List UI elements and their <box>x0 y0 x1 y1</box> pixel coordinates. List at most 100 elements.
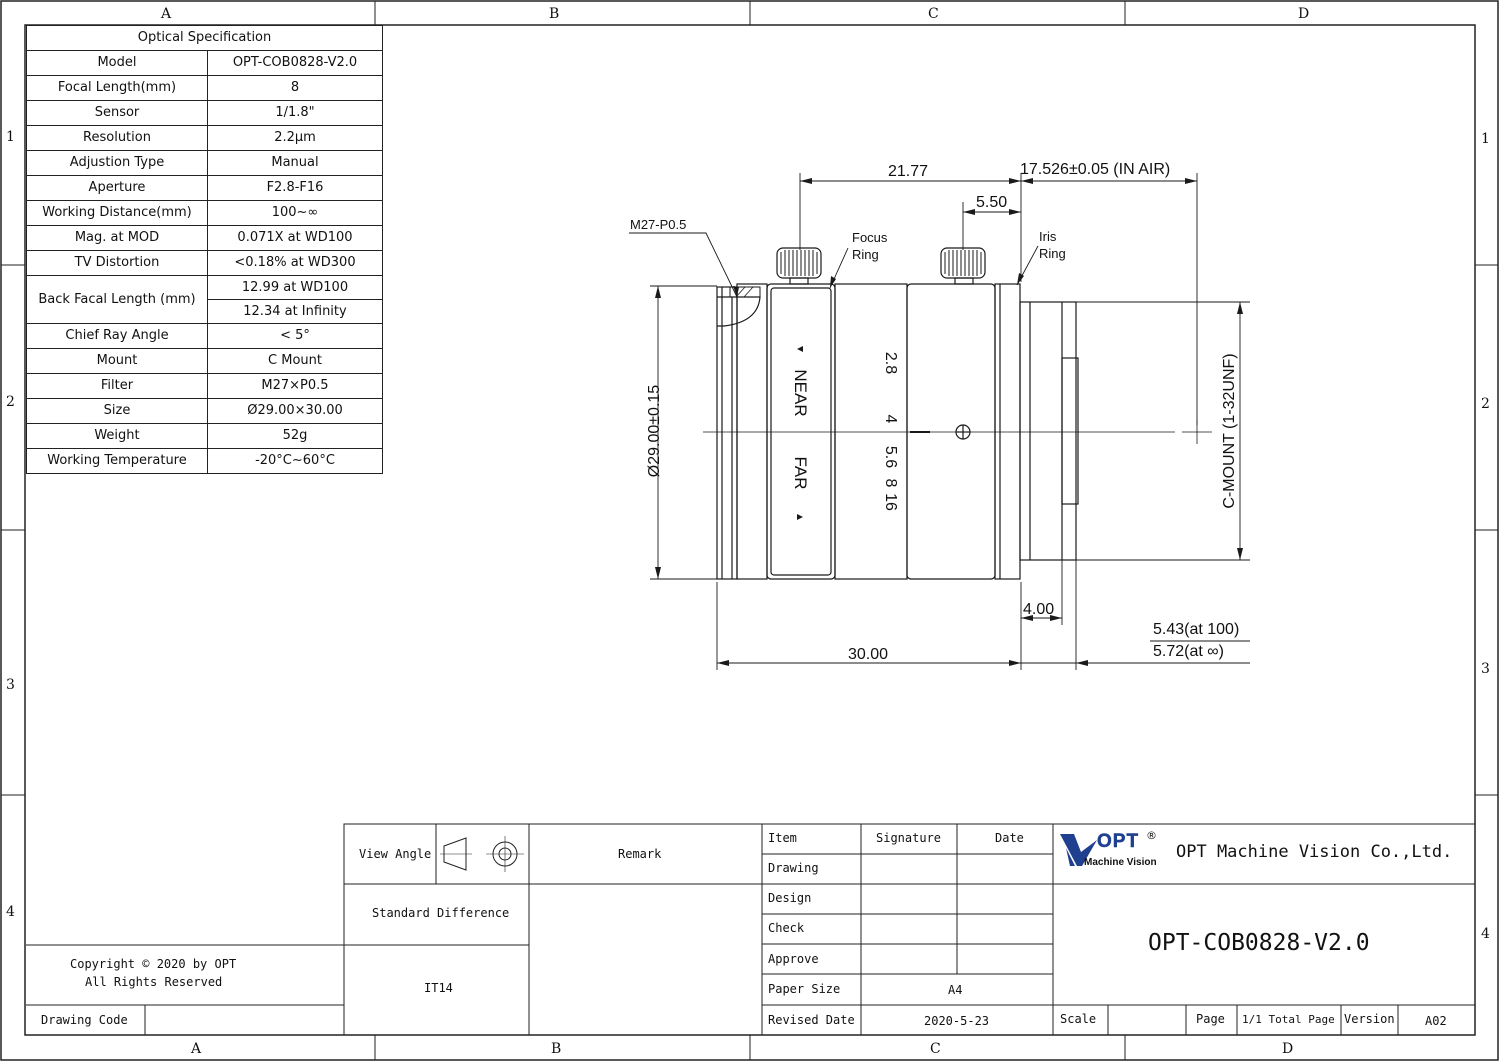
spec-key: Chief Ray Angle <box>26 323 208 349</box>
standard-difference-label: Standard Difference <box>372 906 510 920</box>
spec-value: F2.8-F16 <box>207 175 383 201</box>
registered-mark-icon: ® <box>1146 829 1157 842</box>
aperture-mark: 4 <box>882 414 899 424</box>
tolerance-value: IT14 <box>424 981 453 995</box>
version-value: A02 <box>1425 1014 1447 1028</box>
table-row: Working Temperature-20°C~60°C <box>26 448 383 474</box>
spec-key: Working Distance(mm) <box>26 200 208 226</box>
near-arrow <box>797 346 803 352</box>
dimension-lines <box>629 173 1250 670</box>
dim-at-100: 5.43(at 100) <box>1153 621 1240 638</box>
spec-key: Model <box>26 50 208 76</box>
far-label: FAR <box>791 456 810 490</box>
dim-at-infinity: 5.72(at ∞) <box>1153 643 1224 660</box>
spec-key: Sensor <box>26 100 208 126</box>
projection-symbol <box>440 836 524 872</box>
spec-key: Mag. at MOD <box>26 225 208 251</box>
logo-text: OPT <box>1097 831 1140 853</box>
iris-ring-label-1: Iris <box>1039 229 1057 244</box>
table-row: Back Facal Length (mm)12.99 at WD100 <box>26 275 383 324</box>
arrowheads <box>655 178 1243 666</box>
row-label-3-right: 3 <box>1481 661 1490 677</box>
row-label-2-left: 2 <box>6 394 15 410</box>
dim-21-77: 21.77 <box>888 163 929 180</box>
focus-screw <box>776 247 822 279</box>
focus-ring-label-2: Ring <box>852 247 879 262</box>
spec-value: 8 <box>207 75 383 101</box>
part-number: OPT-COB0828-V2.0 <box>1148 930 1370 956</box>
col-label-c-bottom: C <box>930 1041 941 1057</box>
col-label-c-top: C <box>928 6 939 22</box>
view-angle-label: View Angle <box>359 847 432 861</box>
opt-logo <box>1060 834 1097 866</box>
dim-30-00: 30.00 <box>848 646 889 663</box>
item-header: Item <box>768 831 797 845</box>
check-row-label: Check <box>768 921 805 935</box>
logo-subtitle: Machine Vision <box>1084 857 1157 868</box>
col-label-d-top: D <box>1298 6 1310 22</box>
iris-ring-label-2: Ring <box>1039 246 1066 261</box>
spec-value: 2.2μm <box>207 125 383 151</box>
dim-back-focal: 17.526±0.05 (IN AIR) <box>1020 161 1171 178</box>
spec-key: Adjustion Type <box>26 150 208 176</box>
col-label-b-top: B <box>549 6 560 22</box>
spec-value: 12.99 at WD100 <box>207 275 383 300</box>
paper-size-value: A4 <box>948 983 963 997</box>
scale-label: Scale <box>1060 1012 1097 1026</box>
spec-key: Mount <box>26 348 208 374</box>
revised-date-label: Revised Date <box>768 1013 855 1027</box>
col-label-d-bottom: D <box>1282 1041 1294 1057</box>
spec-value: 52g <box>207 423 383 449</box>
front-thread <box>716 286 738 580</box>
signature-header: Signature <box>876 831 942 845</box>
spec-value: OPT-COB0828-V2.0 <box>207 50 383 76</box>
c-mount <box>1019 301 1077 561</box>
row-label-1-left: 1 <box>6 129 15 145</box>
spec-key: Working Temperature <box>26 448 208 474</box>
drawing-code-label: Drawing Code <box>41 1013 128 1027</box>
col-label-a-bottom: A <box>191 1041 202 1057</box>
lens-drawing <box>703 247 1212 580</box>
drawing-row-label: Drawing <box>768 861 819 875</box>
spec-key: Weight <box>26 423 208 449</box>
spec-value: 100~∞ <box>207 200 383 226</box>
copyright-line-1: Copyright © 2020 by OPT <box>70 957 237 971</box>
spec-value: Ø29.00×30.00 <box>207 398 383 424</box>
knurl-lines <box>780 250 982 276</box>
col-label-b-bottom: B <box>551 1041 562 1057</box>
spec-value: 12.34 at Infinity <box>207 299 383 324</box>
focus-ring-label-1: Focus <box>852 230 888 245</box>
spec-key: Resolution <box>26 125 208 151</box>
row-label-3-left: 3 <box>6 677 15 693</box>
title-block-lines <box>26 823 1476 1036</box>
revised-date-value: 2020-5-23 <box>924 1014 990 1028</box>
version-label: Version <box>1344 1012 1395 1026</box>
dim-diameter: Ø29.00±0.15 <box>646 384 663 478</box>
spec-value: Manual <box>207 150 383 176</box>
focus-ring <box>766 283 836 580</box>
aperture-mark: 16 <box>882 493 899 511</box>
spec-value: C Mount <box>207 348 383 374</box>
spec-value: 1/1.8" <box>207 100 383 126</box>
spec-key: Back Facal Length (mm) <box>26 275 208 324</box>
mount-label: C-MOUNT (1-32UNF) <box>1221 353 1238 509</box>
table-row: Working Distance(mm)100~∞ <box>26 200 383 226</box>
iris-screw <box>940 247 986 279</box>
copyright-line-2: All Rights Reserved <box>85 975 223 989</box>
row-label-1-right: 1 <box>1481 131 1490 147</box>
page-label: Page <box>1196 1012 1225 1026</box>
dim-4-00: 4.00 <box>1023 601 1055 618</box>
spec-key: Size <box>26 398 208 424</box>
row-label-4-left: 4 <box>6 904 15 920</box>
design-row-label: Design <box>768 891 812 905</box>
